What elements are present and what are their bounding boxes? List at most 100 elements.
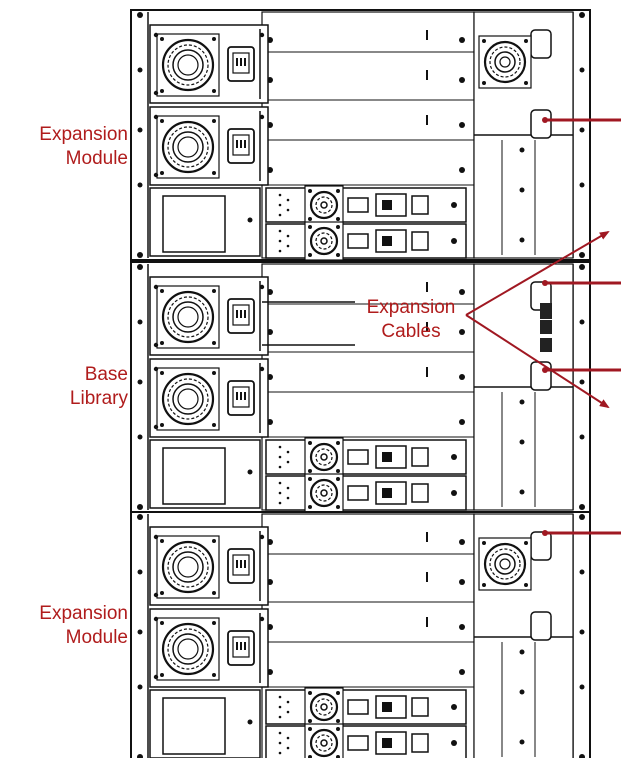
screw: [579, 264, 585, 270]
fan-screw: [308, 477, 312, 481]
fan-ring-outer: [161, 622, 215, 676]
fan-screw: [160, 673, 164, 677]
vent-dot: [278, 695, 282, 699]
power-supply: [149, 608, 269, 688]
screw: [519, 237, 525, 243]
fan-grille: [315, 698, 333, 716]
arrow-expansion-cable-down: [465, 314, 610, 409]
vent-dot: [278, 445, 282, 449]
screw: [451, 704, 457, 710]
vent-dot: [286, 736, 290, 740]
screw: [137, 434, 143, 440]
fan-ring-inner: [320, 201, 328, 209]
power-outlet: [227, 548, 255, 584]
screw: [153, 592, 159, 598]
cable-port: [540, 338, 552, 352]
fan-ring-outer: [161, 372, 215, 426]
vent-dot: [278, 455, 282, 459]
screw: [137, 182, 143, 188]
outlet-pin: [236, 58, 238, 66]
screw: [579, 379, 585, 385]
vent-dot: [278, 705, 282, 709]
drive-handle: [411, 697, 429, 717]
screw: [459, 37, 465, 43]
vent-dot: [286, 486, 290, 490]
fan: [478, 537, 532, 591]
accessor-window: [162, 697, 226, 755]
fan-screw: [482, 583, 486, 587]
fan-screw: [336, 691, 340, 695]
screw: [137, 252, 143, 258]
fan-screw: [212, 371, 216, 375]
vent-dot: [278, 751, 282, 755]
fan-screw: [212, 289, 216, 293]
fan-screw: [160, 341, 164, 345]
fan-screw: [336, 217, 340, 221]
drive-port: [347, 485, 369, 501]
drive-connector-pin: [382, 236, 392, 246]
fan-screw: [336, 469, 340, 473]
fan: [156, 367, 220, 431]
drive-module: [265, 473, 467, 513]
base-library: [130, 261, 591, 513]
screw: [153, 342, 159, 348]
fan-grille: [167, 628, 209, 670]
screw: [247, 217, 253, 223]
power-supply: [149, 24, 269, 104]
fan-screw: [336, 727, 340, 731]
cable-port: [540, 320, 552, 334]
screw: [137, 127, 143, 133]
drive-port: [347, 233, 369, 249]
screw: [519, 439, 525, 445]
power-outlet: [227, 630, 255, 666]
vent-dot: [286, 460, 290, 464]
fan-screw: [212, 591, 216, 595]
fan-screw: [160, 423, 164, 427]
outlet-pin: [236, 392, 238, 400]
fan: [156, 115, 220, 179]
screw: [459, 419, 465, 425]
screw: [137, 12, 143, 18]
outlet-pin: [244, 392, 246, 400]
outlet-pin: [244, 560, 246, 568]
screw: [451, 238, 457, 244]
screw: [259, 534, 265, 540]
fan-ring-inner: [172, 383, 204, 415]
fan-ring-outer: [161, 120, 215, 174]
screw: [153, 424, 159, 430]
fan-grille: [167, 378, 209, 420]
fan: [304, 437, 344, 477]
vent-dot: [278, 239, 282, 243]
fan-screw: [212, 621, 216, 625]
drive-handle: [411, 231, 429, 251]
fan-grille: [167, 126, 209, 168]
fan-grille: [489, 46, 521, 78]
fan-grille: [315, 734, 333, 752]
screw: [459, 289, 465, 295]
fan-screw: [308, 719, 312, 723]
controller-handle: [530, 29, 552, 59]
fan-screw: [212, 423, 216, 427]
fan-hub: [177, 556, 199, 578]
screw: [579, 514, 585, 520]
fan: [304, 687, 344, 727]
screw: [459, 167, 465, 173]
vent-dot: [278, 249, 282, 253]
screw: [137, 569, 143, 575]
fan-screw: [308, 505, 312, 509]
fan-screw: [482, 81, 486, 85]
screw: [451, 490, 457, 496]
fan-screw: [160, 89, 164, 93]
label-line: Expansion: [39, 124, 128, 145]
screw: [247, 719, 253, 725]
vent-dot: [286, 710, 290, 714]
fan-ring-outer: [309, 226, 339, 256]
fan-screw: [160, 621, 164, 625]
fan-screw: [212, 341, 216, 345]
screw: [259, 284, 265, 290]
fan-screw: [524, 583, 528, 587]
fan-screw: [160, 119, 164, 123]
fan-screw: [212, 539, 216, 543]
base-cable-ports: [540, 303, 552, 352]
